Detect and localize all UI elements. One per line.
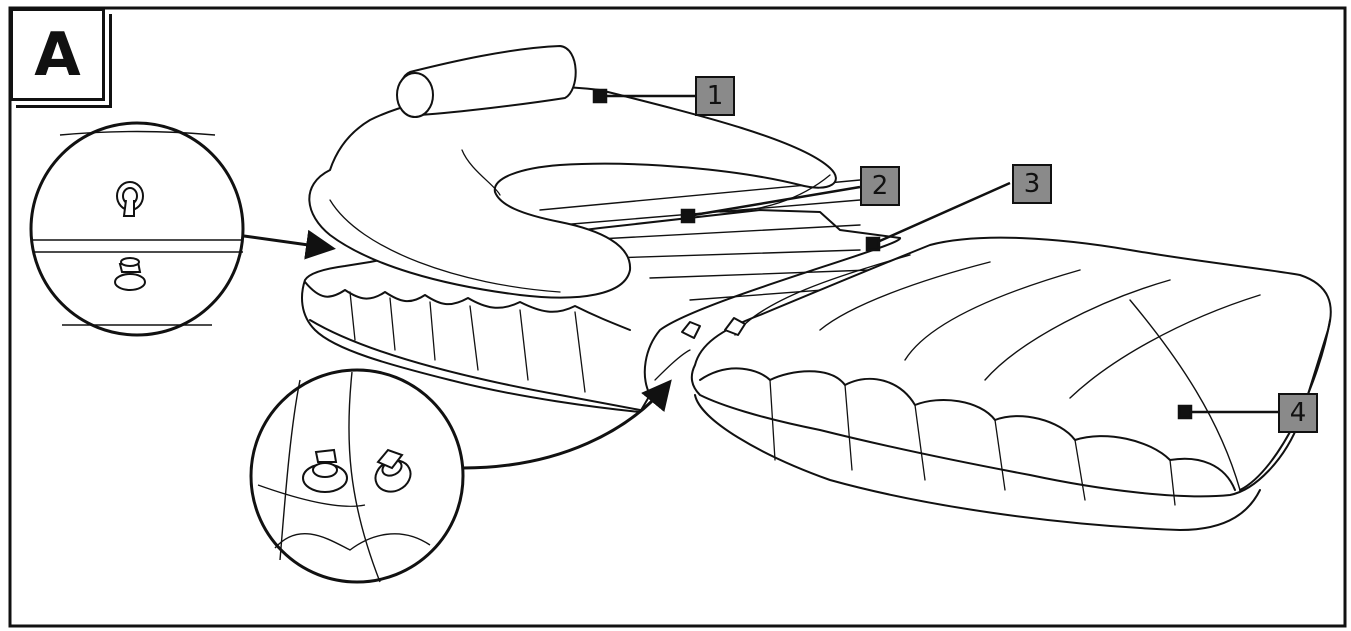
detail-circle-upper	[29, 121, 245, 337]
arrow-to-seat-valves	[462, 379, 672, 470]
callout-1-number: 1	[706, 81, 724, 111]
detail-circle-lower	[249, 368, 465, 584]
leader-marker-2	[680, 208, 696, 224]
leader-marker-3	[865, 236, 881, 252]
outer-frame	[8, 6, 1347, 628]
arrow-to-backrest-valve	[243, 229, 336, 260]
leader-lines	[592, 88, 1278, 420]
lounger	[301, 45, 1332, 531]
callout-4: 4	[1278, 393, 1318, 433]
callout-3: 3	[1012, 164, 1052, 204]
headrest-end	[396, 72, 434, 118]
leader-line-3	[872, 181, 1011, 246]
leader-line-2	[687, 185, 861, 218]
callout-2-number: 2	[871, 171, 889, 201]
callout-2: 2	[860, 166, 900, 206]
leader-marker-1	[592, 88, 608, 104]
panel-letter: A	[34, 19, 81, 90]
back-section-scallops	[304, 281, 631, 331]
leader-marker-4	[1177, 404, 1193, 420]
panel-label: A	[10, 8, 112, 108]
callout-3-number: 3	[1023, 169, 1041, 199]
callout-4-number: 4	[1289, 398, 1307, 428]
callout-1: 1	[695, 76, 735, 116]
